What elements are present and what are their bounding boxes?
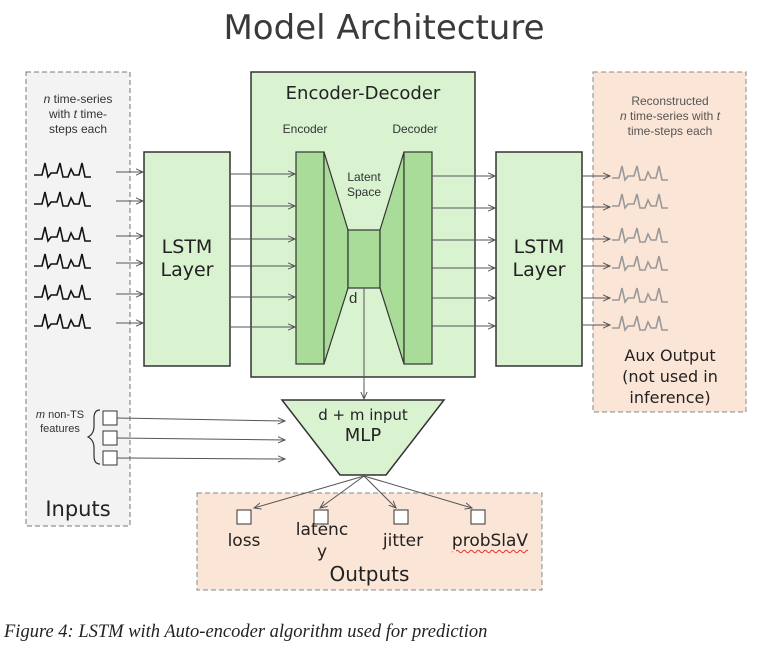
input-time-series-group [34,162,91,330]
mlp-label: MLP [344,425,382,446]
feature-box-3 [102,450,118,466]
latent-space-label: Latent Space [334,170,394,200]
probslav-text: probSlaV [451,531,529,551]
ts-t-variable: t [73,107,78,121]
decoder-label: Decoder [392,122,438,136]
output-box-jitter [393,509,409,525]
diagram-title: Model Architecture [223,8,545,48]
mlp-input-label: d + m input [318,406,408,424]
ts-inputs-label: n time-series with t time- steps each [30,92,126,137]
rec-line2: time-series with [626,109,717,123]
outputs-label: Outputs [329,562,410,586]
mlp-trapezoid [280,399,446,476]
output-label-latency: latenc y [284,519,360,563]
nonts-text-1: non-TS [45,409,85,421]
ts-text-4: steps each [48,122,108,136]
encoder-label: Encoder [282,122,328,136]
reconstructed-label: Reconstructed n time-series with t time-… [596,94,744,139]
lstm-right-line2: Layer [512,259,566,281]
lstm-right-line1: LSTM [513,236,565,258]
reconstructed-wave-1 [612,165,668,182]
input-wave-3 [34,226,91,243]
lstm-left-line1: LSTM [161,236,213,258]
latency-line1: latenc [295,520,349,540]
nonts-text-2: features [40,423,80,435]
latent-d-label: d [349,290,358,307]
nonts-m-variable: m [35,409,46,421]
reconstructed-wave-5 [612,287,668,304]
latent-space-block [347,229,381,289]
lstm-left-line2: Layer [160,259,214,281]
aux-line3: inference) [629,388,711,407]
reconstructed-wave-4 [612,255,668,272]
latent-line1: Latent [347,170,381,184]
decoder-to-lstm-arrows [432,176,495,326]
ts-text-1: time-series [50,92,113,106]
input-wave-6 [34,313,91,330]
encoder-decoder-title: Encoder-Decoder [285,83,441,104]
lstm-layer-right [495,151,583,367]
rec-t-variable: t [716,109,721,123]
input-to-lstm-arrows [116,172,143,323]
input-wave-5 [34,284,91,301]
feature-to-mlp-arrows [116,418,285,459]
aux-output-panel [592,71,747,413]
aux-line2: (not used in [622,367,718,386]
lstm-layer-left [143,151,231,367]
reconstructed-wave-2 [612,193,668,210]
output-box-loss [236,509,252,525]
lstm-to-aux-arrows [582,176,610,325]
output-label-jitter: jitter [382,531,424,551]
latency-line2: y [316,542,328,562]
figure-caption: Figure 4: LSTM with Auto-encoder algorit… [4,622,488,642]
reconstructed-wave-6 [612,315,668,332]
mlp-to-output-arrows [254,475,472,508]
output-label-probslav: probSlaV [440,530,540,553]
inputs-panel [25,71,131,527]
feature-brace [86,409,101,465]
lstm-right-label: LSTM Layer [496,236,582,282]
feature-box-2 [102,430,118,446]
aux-line1: Aux Output [624,346,716,365]
input-wave-1 [34,162,91,179]
reconstructed-wave-3 [612,227,668,244]
rec-n-variable: n [619,109,627,123]
nonts-features-label: m non-TS features [30,408,90,436]
input-wave-2 [34,191,91,208]
feature-box-1 [102,410,118,426]
rec-line1: Reconstructed [631,94,709,108]
output-label-loss: loss [227,531,261,551]
ts-n-variable: n [43,92,51,106]
decoder-block [403,151,433,365]
ts-text-2: with [48,107,74,121]
inputs-label: Inputs [45,497,111,521]
aux-output-label: Aux Output (not used in inference) [596,345,744,408]
encoder-decoder-box [250,71,476,378]
reconstructed-time-series-group [612,165,668,332]
latent-line2: Space [346,185,382,199]
encoder-block [295,151,325,365]
lstm-left-label: LSTM Layer [144,236,230,282]
lstm-to-encoder-arrows [230,174,295,327]
input-wave-4 [34,253,91,270]
output-box-latency [313,509,329,525]
output-box-probslav [470,509,486,525]
ts-text-3: time- [77,107,108,121]
rec-line3: time-steps each [627,124,713,138]
